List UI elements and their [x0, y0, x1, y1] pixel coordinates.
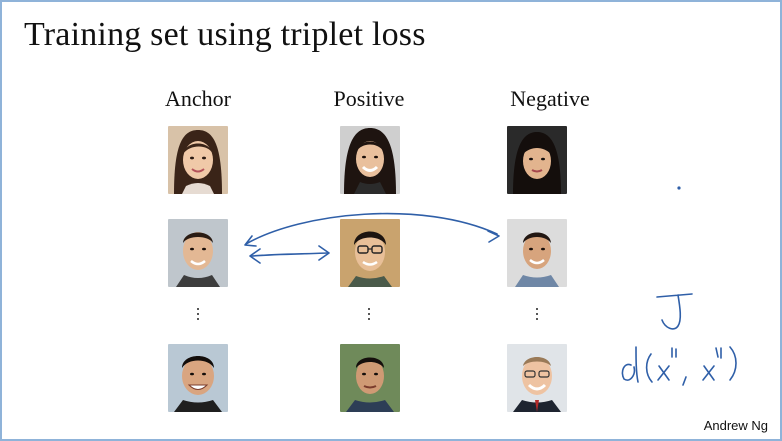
- column-header-anchor: Anchor: [165, 86, 231, 111]
- face-man-icon: [168, 219, 228, 287]
- face-woman-icon: [168, 126, 228, 194]
- column-header-negative: Negative: [510, 86, 590, 111]
- anchor-photo-1: [168, 126, 228, 194]
- face-woman-icon: [507, 126, 567, 194]
- handwritten-distance-icon: [621, 346, 639, 383]
- more-rows-indicator-negative: [534, 308, 540, 324]
- negative-photo-1: [507, 126, 567, 194]
- more-rows-indicator-positive: [366, 308, 372, 324]
- face-man-icon: [507, 219, 567, 287]
- anchor-photo-3: [168, 344, 228, 412]
- handwritten-j-icon: [656, 293, 693, 330]
- more-rows-indicator-anchor: [195, 308, 201, 324]
- face-man-glasses-icon: [340, 219, 400, 287]
- face-woman-icon: [340, 126, 400, 194]
- slide-title: Training set using triplet loss: [24, 16, 426, 53]
- negative-photo-3: [507, 344, 567, 412]
- face-man-icon: [168, 344, 228, 412]
- anchor-photo-2: [168, 219, 228, 287]
- face-man-icon: [340, 344, 400, 412]
- positive-photo-1: [340, 126, 400, 194]
- face-man-icon: [507, 344, 567, 412]
- negative-photo-2: [507, 219, 567, 287]
- author-credit: Andrew Ng: [703, 418, 768, 433]
- positive-photo-3: [340, 344, 400, 412]
- column-header-positive: Positive: [333, 86, 405, 111]
- positive-photo-2: [340, 219, 400, 287]
- double-arrow-icon: [251, 252, 328, 257]
